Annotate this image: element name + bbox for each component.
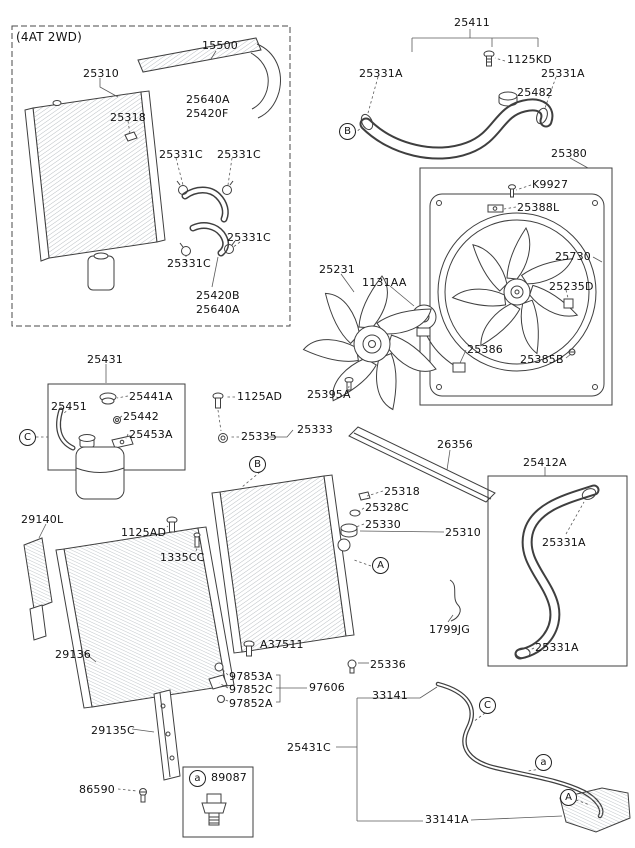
part-label-25420B: 25420B — [196, 289, 240, 302]
part-label-1125AD: 1125AD — [121, 526, 167, 539]
mid-fasteners-drawing — [212, 392, 294, 443]
fan-blade-25231-drawing — [302, 275, 437, 411]
bypass-hose-parts-drawing — [175, 157, 241, 288]
fan-mount-bolt-drawing — [340, 273, 355, 394]
callout-a-radiator: A — [372, 557, 389, 574]
part-label-33141A: 33141A — [425, 813, 469, 826]
part-label-A37511: A37511 — [260, 638, 304, 651]
part-label-15500: 15500 — [202, 39, 238, 52]
part-label-25331C: 25331C — [227, 231, 271, 244]
part-label-25441A: 25441A — [129, 390, 173, 403]
air-guard-drawing — [23, 523, 53, 641]
part-label-25331A: 25331A — [542, 536, 586, 549]
part-label-1125AD: 1125AD — [237, 390, 283, 403]
variant-group-box — [11, 25, 291, 327]
part-label-25431: 25431 — [87, 353, 123, 366]
part-label-25328C: 25328C — [365, 501, 409, 514]
callout-b-hose: B — [339, 123, 356, 140]
part-label-25453A: 25453A — [129, 428, 173, 441]
part-label-25482: 25482 — [517, 86, 553, 99]
callout-a-sensor: a — [189, 770, 206, 787]
variant-label: (4AT 2WD) — [16, 30, 82, 44]
callout-b-radiator: B — [249, 456, 266, 473]
part-label-25386: 25386 — [467, 343, 503, 356]
part-label-33141: 33141 — [372, 689, 408, 702]
part-label-89087: 89087 — [211, 771, 247, 784]
part-label-25395A: 25395A — [307, 388, 351, 401]
part-label-1131AA: 1131AA — [362, 276, 407, 289]
part-label-29135C: 29135C — [91, 724, 135, 737]
side-bracket-drawing — [117, 689, 181, 803]
part-label-86590: 86590 — [79, 783, 115, 796]
part-label-25318: 25318 — [110, 111, 146, 124]
part-label-25730: 25730 — [555, 250, 591, 263]
part-label-26356: 26356 — [437, 438, 473, 451]
part-label-97853A: 97853A — [229, 670, 273, 683]
part-label-25385B: 25385B — [520, 353, 564, 366]
condenser-drawing — [55, 516, 235, 709]
callout-a-foot: A — [560, 789, 577, 806]
reservoir-group-drawing — [36, 364, 186, 500]
part-label-25331A: 25331A — [535, 641, 579, 654]
part-label-25310: 25310 — [445, 526, 481, 539]
part-label-25333: 25333 — [297, 423, 333, 436]
callout-c-hose: C — [479, 697, 496, 714]
sensor-box-drawing — [182, 766, 254, 838]
drain-hose-drawing — [336, 681, 631, 833]
part-label-25431C: 25431C — [287, 741, 331, 754]
part-label-1799JG: 1799JG — [429, 623, 470, 636]
upper-hose-drawing — [353, 29, 589, 169]
part-label-25451: 25451 — [51, 400, 87, 413]
part-label-25640A: 25640A — [196, 303, 240, 316]
part-label-25420F: 25420F — [186, 107, 229, 120]
part-label-25412A: 25412A — [523, 456, 567, 469]
part-label-25331A: 25331A — [359, 67, 403, 80]
crossmember-drawing — [348, 426, 496, 503]
part-label-25331C: 25331C — [167, 257, 211, 270]
part-label-29140L: 29140L — [21, 513, 64, 526]
part-label-K9927: K9927 — [532, 178, 569, 191]
part-label-25235D: 25235D — [549, 280, 594, 293]
part-label-97606: 97606 — [309, 681, 345, 694]
part-label-25310: 25310 — [83, 67, 119, 80]
main-radiator-drawing — [208, 471, 461, 703]
callout-c-reservoir: C — [19, 429, 36, 446]
part-label-25640A: 25640A — [186, 93, 230, 106]
part-label-25331A: 25331A — [541, 67, 585, 80]
fan-shroud-assembly-drawing — [419, 167, 613, 406]
radiator-4at-drawing — [24, 78, 166, 291]
part-label-25331C: 25331C — [217, 148, 261, 161]
part-label-25336: 25336 — [370, 658, 406, 671]
part-label-97852A: 97852A — [229, 697, 273, 710]
part-label-1335CC: 1335CC — [160, 551, 205, 564]
part-label-25331C: 25331C — [159, 148, 203, 161]
callout-a-lower-hose: a — [535, 754, 552, 771]
part-label-25231: 25231 — [319, 263, 355, 276]
part-label-1125KD: 1125KD — [507, 53, 552, 66]
part-label-25330: 25330 — [365, 518, 401, 531]
part-label-25335: 25335 — [241, 430, 277, 443]
part-label-25380: 25380 — [551, 147, 587, 160]
part-label-97852C: 97852C — [229, 683, 273, 696]
part-label-29136: 29136 — [55, 648, 91, 661]
part-label-25411: 25411 — [454, 16, 490, 29]
part-label-25388L: 25388L — [517, 201, 560, 214]
oil-cooler-drawing — [137, 37, 281, 119]
part-label-25318: 25318 — [384, 485, 420, 498]
part-label-25442: 25442 — [123, 410, 159, 423]
lower-hose-box-drawing — [487, 467, 628, 667]
